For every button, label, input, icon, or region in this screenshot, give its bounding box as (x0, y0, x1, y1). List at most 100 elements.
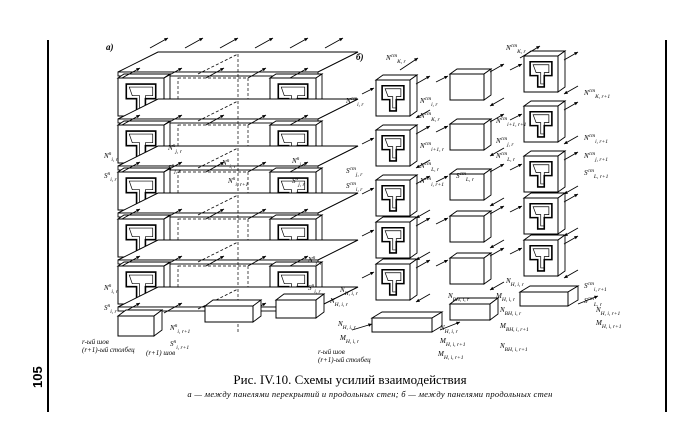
panel-top-face (203, 299, 263, 307)
wall-panel (374, 74, 419, 117)
opening-inner (532, 64, 550, 85)
panel-a-label: а) (106, 42, 114, 52)
figure-caption-subtitle: а — между панелями перекрытий и продольн… (187, 389, 553, 399)
panel-side-face (483, 68, 492, 101)
arrow-head (234, 38, 238, 42)
arrow-head (220, 115, 224, 119)
force-label: Snj, r (292, 176, 306, 188)
arrow-head (574, 194, 578, 198)
force-label: Nnj, r (291, 156, 307, 168)
arrow-head (370, 188, 374, 192)
force-label: NстK, r+1 (583, 88, 610, 100)
seam-label: r-ый шов (82, 338, 109, 346)
opening-inner (532, 114, 550, 135)
opening-outline (381, 184, 405, 212)
opening-outline (381, 226, 405, 254)
opening-inner (532, 164, 550, 185)
arrow-head (136, 209, 140, 213)
arrow-head (536, 46, 540, 50)
arrow-head (304, 256, 308, 260)
arrow-head (426, 260, 430, 264)
arrow-head (178, 68, 182, 72)
diagram-b: б)r-ый шов(r+1)-ый столбец (318, 45, 599, 364)
arrow-head (500, 164, 504, 168)
force-label: Sni, r (308, 283, 322, 295)
opening-outline (529, 60, 553, 88)
arrow-head (444, 126, 448, 130)
force-label: NH, i, r+1 (595, 306, 621, 317)
arrow-head (490, 244, 494, 248)
force-label: NH, i, r (505, 277, 525, 288)
arrow-head (564, 140, 568, 144)
arrow-head (500, 248, 504, 252)
force-label: NH, i, r (329, 297, 349, 308)
plain-wall-panel (448, 118, 493, 151)
column-label: (r+1)-ый столбец (82, 346, 135, 354)
force-label: NстK, r (419, 111, 441, 123)
force-label: Nстi+1, r+1 (495, 116, 527, 128)
arrow-head (416, 114, 420, 118)
diagram-a: а)r-ый шов(r+1)-ый столбец(r+1) шов (82, 37, 359, 357)
arrow-head (574, 52, 578, 56)
arrow-head (444, 176, 448, 180)
arrow-head (426, 176, 430, 180)
arrow-head (518, 64, 522, 68)
opening-inner (384, 138, 402, 159)
column-label: (r+1)-ый столбец (318, 356, 371, 364)
arrow-head (304, 209, 308, 213)
force-label: NH, i, r (439, 324, 459, 335)
top-force-arrow (399, 57, 419, 71)
force-label: Nni, r (103, 151, 119, 163)
arrow-head (574, 236, 578, 240)
arrow-head (574, 152, 578, 156)
arrow-head (500, 206, 504, 210)
plain-wall-panel (448, 68, 493, 101)
arrow-head (594, 295, 598, 299)
force-label: SстL, r (584, 296, 603, 308)
force-label: Sстi, r+1 (584, 281, 607, 293)
arrow-head (178, 256, 182, 260)
force-label: Nстj, r (495, 136, 514, 148)
panel-b-label: б) (356, 52, 364, 62)
wall-panel (374, 174, 419, 217)
arrow-head (444, 218, 448, 222)
panel-side-face (409, 74, 418, 117)
arrow-head (220, 209, 224, 213)
arrow-head (370, 88, 374, 92)
arrow-head (500, 114, 504, 118)
panel-top-face (370, 311, 444, 319)
arrow-head (136, 162, 140, 166)
force-label: Nстi, r (345, 96, 364, 108)
left-margin-rule (47, 40, 49, 412)
arrow-head (220, 256, 224, 260)
wall-panel (522, 192, 567, 235)
slab-seam (197, 147, 239, 169)
opening-outline (529, 244, 553, 272)
opening-outline (381, 134, 405, 162)
panel-side-face (557, 234, 566, 277)
opening-inner (384, 88, 402, 109)
arrow-head (426, 126, 430, 130)
arrow-head (339, 38, 343, 42)
panel-front-face (204, 305, 254, 323)
arrow-head (269, 38, 273, 42)
wall-panel (522, 150, 567, 193)
arrow-head (490, 152, 494, 156)
arrow-head (220, 68, 224, 72)
panel-side-face (557, 192, 566, 235)
bottom-block (448, 297, 500, 321)
panel-front-face (449, 173, 485, 201)
force-label: Nстi+1, r (419, 141, 445, 153)
arrow-head (518, 206, 522, 210)
opening-inner (532, 248, 550, 269)
arrow-head (416, 164, 420, 168)
wall-panel (522, 234, 567, 277)
force-label: MН, i, r (495, 292, 516, 303)
arrow-head (500, 64, 504, 68)
force-label: Nni, r (221, 158, 237, 170)
plain-wall-panel (448, 168, 493, 201)
arrow-head (518, 164, 522, 168)
arrow-head (414, 58, 418, 62)
force-label: MН, i, r+1 (595, 319, 622, 330)
